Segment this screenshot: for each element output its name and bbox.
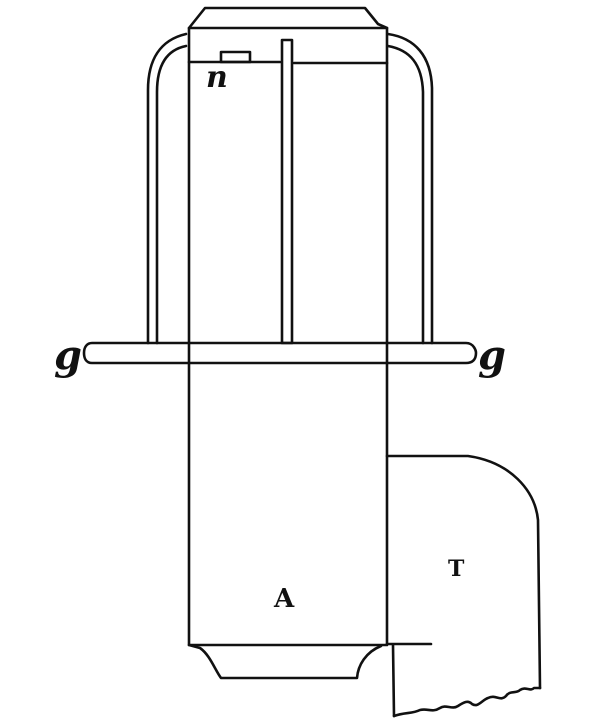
bottom-foot: [187, 643, 383, 680]
right-wire-inner: [386, 44, 425, 345]
table-t: [385, 454, 542, 690]
crossbar-g: [82, 341, 478, 365]
left-wire-inner: [155, 44, 188, 345]
right-wire-outer: [386, 32, 434, 345]
label-a: A: [274, 584, 295, 614]
column-a: [187, 26, 389, 647]
central-rod: [280, 38, 294, 345]
label-n: n: [206, 60, 228, 95]
label-g-left: g: [54, 332, 82, 379]
block-n: [219, 50, 252, 64]
left-wire-outer: [146, 32, 188, 345]
label-g-right: g: [478, 332, 506, 379]
torn-edge: [392, 686, 542, 718]
table-post: [391, 643, 396, 718]
top-cap: [187, 6, 389, 30]
label-t: T: [448, 556, 465, 582]
